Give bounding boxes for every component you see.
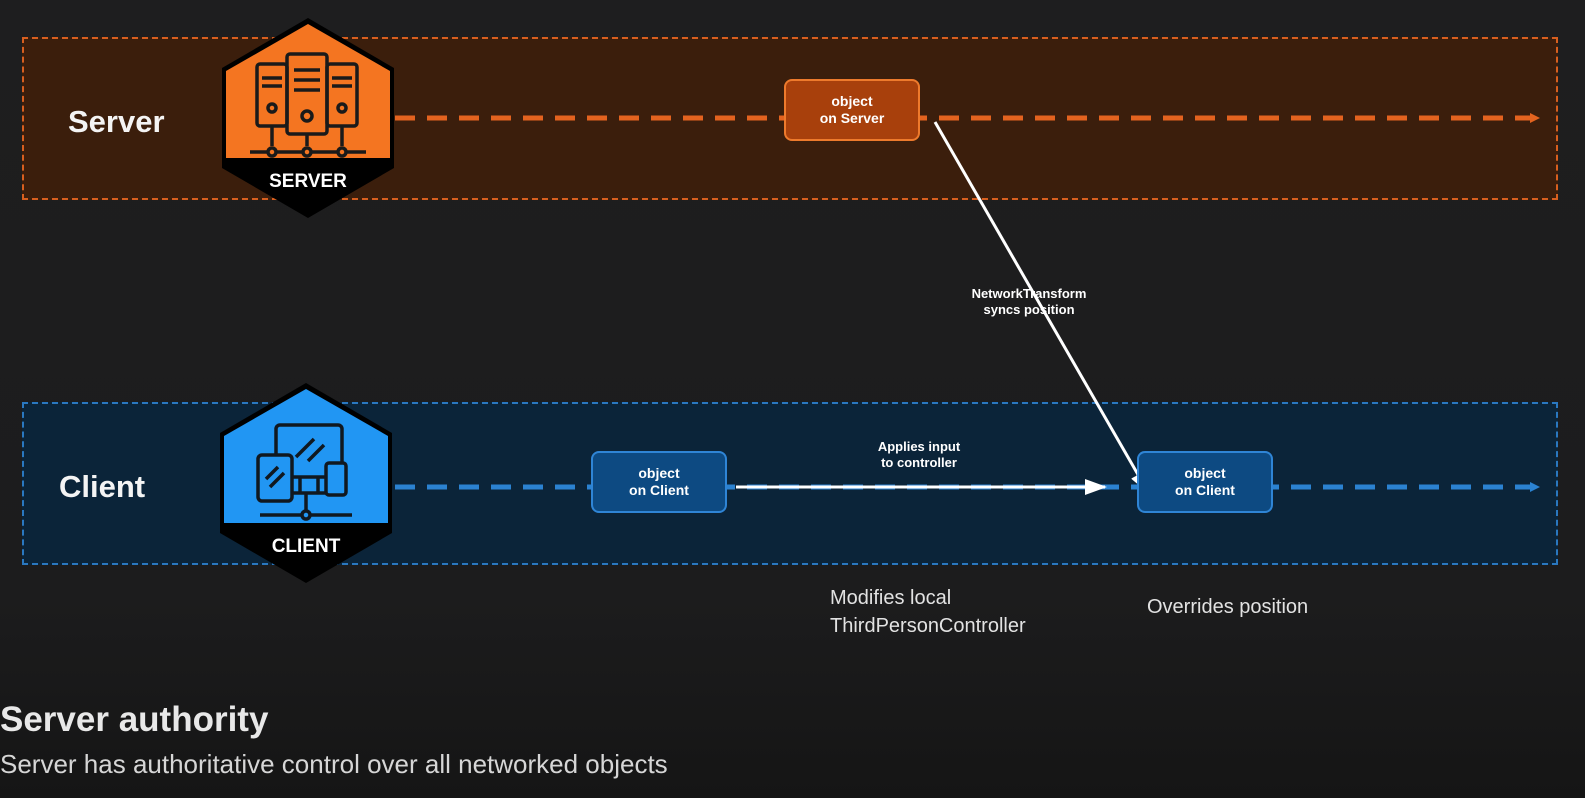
page-title: Server authority — [0, 700, 269, 739]
server-node-line2: on Server — [819, 110, 885, 126]
input-edge-label-line1: Applies input — [877, 439, 961, 454]
client-node-right-line2: on Client — [1175, 482, 1235, 498]
client-lane-label: Client — [59, 469, 146, 504]
server-rack-icon — [222, 18, 394, 218]
client-node-right-line1: object — [1184, 465, 1226, 481]
client-object-node-left: object on Client — [591, 451, 727, 513]
client-badge-label: CLIENT — [271, 536, 341, 557]
client-badge: CLIENT — [218, 383, 394, 583]
client-object-node-right: object on Client — [1137, 451, 1273, 513]
sync-edge-label-line1: NetworkTransform — [971, 286, 1087, 301]
server-lane-label: Server — [68, 104, 165, 139]
modifies-caption-line1: Modifies local — [830, 587, 952, 609]
page-subtitle: Server has authoritative control over al… — [0, 749, 668, 779]
server-object-node: object on Server — [784, 79, 920, 141]
input-edge-label-line2: to controller — [881, 455, 957, 470]
devices-icon — [220, 383, 392, 583]
server-node-line1: object — [831, 93, 873, 109]
modifies-caption-line2: ThirdPersonController — [830, 615, 1026, 637]
overrides-caption: Overrides position — [1147, 596, 1309, 618]
client-node-left-line1: object — [638, 465, 680, 481]
server-badge-label: SERVER — [269, 171, 347, 192]
sync-edge-label-line2: syncs position — [983, 302, 1075, 317]
sync-arrow — [933, 121, 1150, 494]
client-node-left-line2: on Client — [629, 482, 689, 498]
sync-edge-label: NetworkTransform syncs position — [955, 286, 1103, 318]
input-edge-label: Applies input to controller — [860, 439, 978, 471]
server-badge: SERVER — [220, 18, 396, 218]
modifies-caption: Modifies local ThirdPersonController — [830, 584, 1026, 640]
